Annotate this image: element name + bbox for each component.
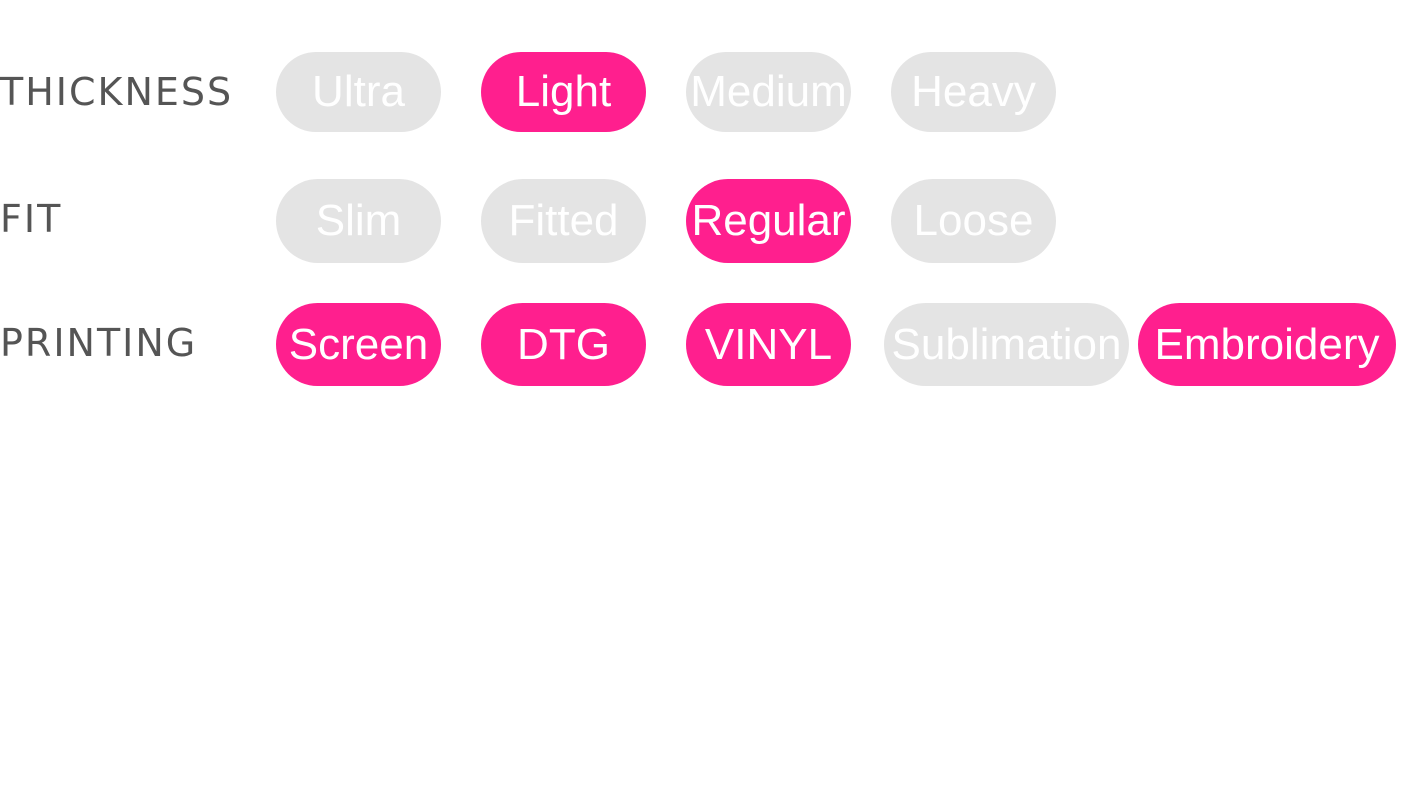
fit-option-fitted[interactable]: Fitted: [481, 179, 646, 263]
thickness-option-ultra[interactable]: Ultra: [276, 52, 441, 132]
fit-option-regular[interactable]: Regular: [686, 179, 851, 263]
printing-row: PRINTING Screen DTG VINYL Sublimation Em…: [0, 303, 1417, 387]
fit-row: FIT Slim Fitted Regular Loose: [0, 179, 1417, 263]
printing-option-sublimation[interactable]: Sublimation: [884, 303, 1129, 386]
printing-label: PRINTING: [0, 321, 198, 365]
fit-option-slim[interactable]: Slim: [276, 179, 441, 263]
printing-option-embroidery[interactable]: Embroidery: [1138, 303, 1396, 386]
thickness-row: THICKNESS Ultra Light Medium Heavy: [0, 52, 1417, 136]
printing-option-screen[interactable]: Screen: [276, 303, 441, 386]
printing-option-dtg[interactable]: DTG: [481, 303, 646, 386]
thickness-label: THICKNESS: [0, 70, 234, 114]
thickness-option-heavy[interactable]: Heavy: [891, 52, 1056, 132]
thickness-option-light[interactable]: Light: [481, 52, 646, 132]
fit-label: FIT: [0, 197, 63, 241]
thickness-option-medium[interactable]: Medium: [686, 52, 851, 132]
fit-option-loose[interactable]: Loose: [891, 179, 1056, 263]
printing-option-vinyl[interactable]: VINYL: [686, 303, 851, 386]
